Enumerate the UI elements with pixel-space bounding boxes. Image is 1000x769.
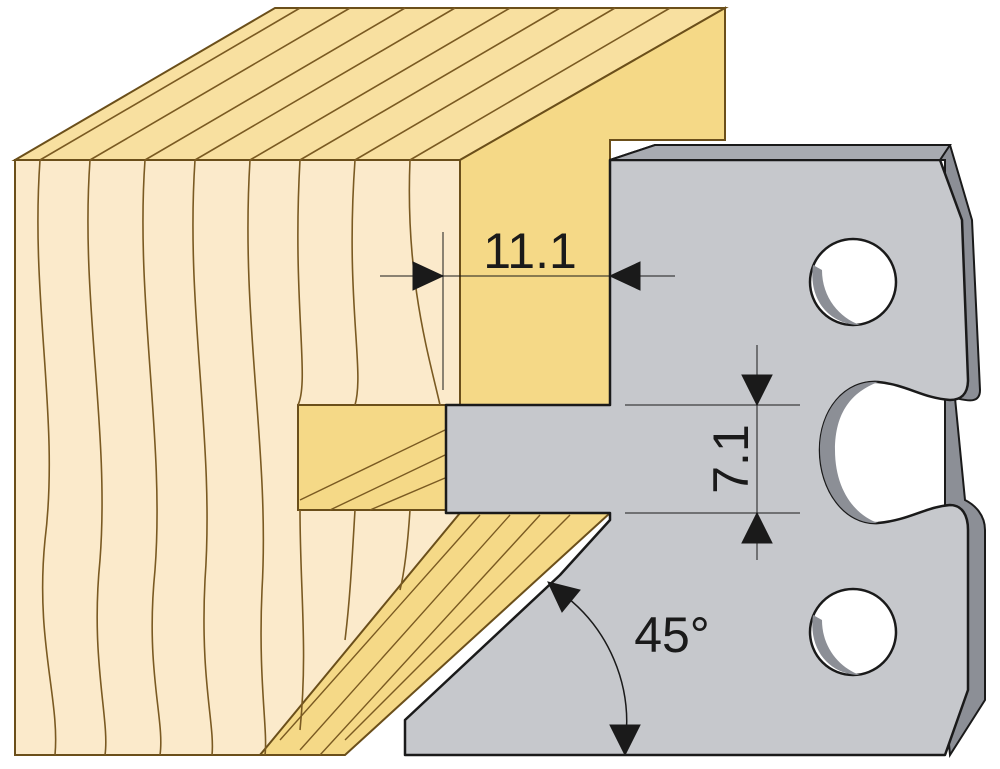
wood-front-grain	[37, 159, 441, 756]
dimension-angle: 45°	[547, 581, 710, 757]
angle-dimension-label: 45°	[634, 607, 710, 663]
width-dimension-label: 11.1	[483, 223, 577, 279]
knife-notch-shading	[820, 381, 878, 524]
mounting-hole-upper	[808, 237, 898, 327]
depth-arrow-top	[741, 374, 773, 407]
wood-top-grain	[39, 7, 671, 161]
depth-dimension-label: 7.1	[703, 424, 759, 494]
knife-top-bevel	[609, 144, 952, 161]
dimension-width: 11.1	[380, 223, 675, 390]
angle-arrow-top	[547, 581, 581, 613]
width-arrow-left	[412, 261, 445, 291]
wood-tongue	[297, 404, 447, 511]
dimension-depth: 7.1	[625, 345, 800, 560]
mounting-hole-lower	[808, 587, 898, 677]
depth-arrow-bottom	[741, 511, 773, 544]
knife-blade	[403, 144, 986, 759]
wood-block	[11, 6, 729, 756]
wood-bevel-grain	[279, 514, 571, 756]
angle-arrow-bottom	[609, 724, 641, 757]
wood-tongue-grain	[299, 429, 446, 511]
width-arrow-right	[608, 261, 641, 291]
